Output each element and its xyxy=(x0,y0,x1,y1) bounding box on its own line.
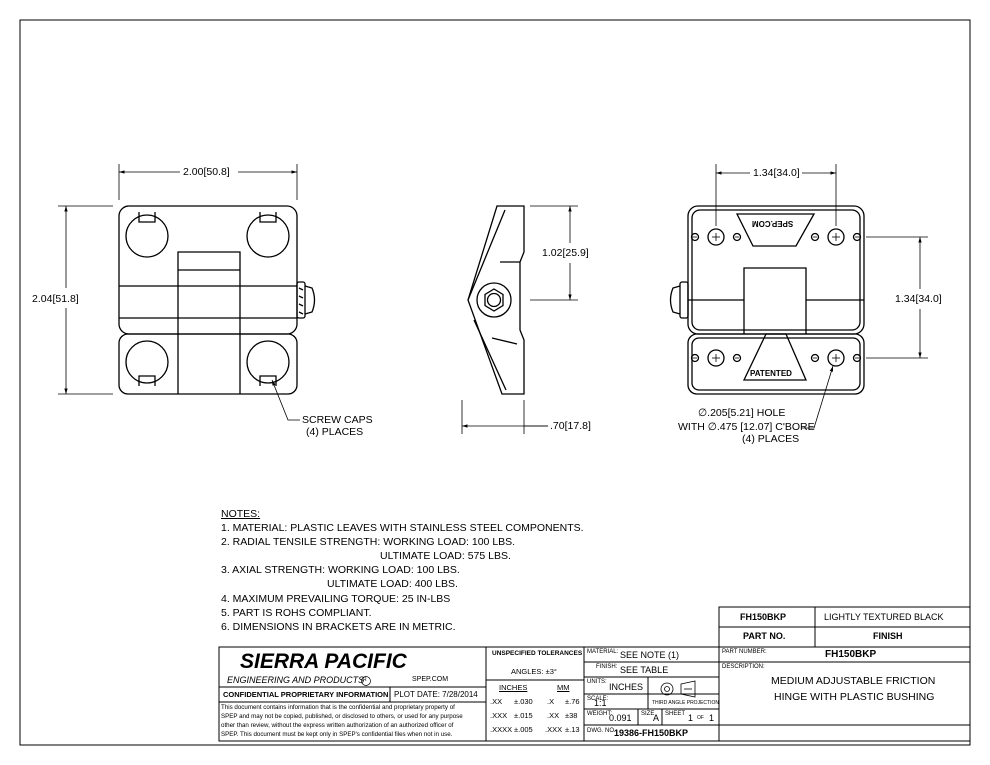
hole-callout-3: (4) PLACES xyxy=(742,433,800,445)
dim-front-width: 2.00[50.8] xyxy=(183,166,230,178)
side-view xyxy=(467,205,525,395)
material-value: SEE NOTE (1) xyxy=(620,650,680,660)
tol-mm-val: ±38 xyxy=(565,711,578,720)
spep-logo-mark: SPEP.COM xyxy=(752,219,794,228)
hole-callout-2: WITH ∅.475 [12.07] C'BORE xyxy=(678,421,815,433)
confidential-line-4: SPEP. This document must be kept only in… xyxy=(221,731,453,738)
sheet-label: SHEET xyxy=(665,711,686,717)
tol-mm-label: .XXX xyxy=(545,725,563,734)
tolerance-mm-header: MM xyxy=(557,683,570,692)
note-3b: ULTIMATE LOAD: 400 LBS. xyxy=(327,578,458,590)
hole-callout-1: ∅.205[5.21] HOLE xyxy=(698,407,786,419)
note-1: 1. MATERIAL: PLASTIC LEAVES WITH STAINLE… xyxy=(221,522,584,534)
tol-in-label: .XXXX xyxy=(490,725,513,734)
tol-mm-val: ±.76 xyxy=(565,697,580,706)
confidential-line-3: other than review, without the express w… xyxy=(221,722,454,729)
part-number-value: FH150BKP xyxy=(825,649,877,660)
dim-front-height: 2.04[51.8] xyxy=(32,293,79,305)
tolerance-angles: ANGLES: ±3° xyxy=(511,667,557,676)
projection-label: THIRD ANGLE PROJECTION xyxy=(652,700,719,706)
side-dimensions xyxy=(461,205,578,434)
dim-back-height: 1.34[34.0] xyxy=(895,293,942,305)
scale-label: SCALE: xyxy=(587,696,609,702)
plot-date: PLOT DATE: 7/28/2014 xyxy=(394,690,478,699)
screw-caps-callout: SCREW CAPS xyxy=(302,414,373,426)
note-5: 5. PART IS ROHS COMPLIANT. xyxy=(221,607,372,619)
sheet-border xyxy=(19,19,971,746)
tol-in-val: ±.005 xyxy=(514,725,533,734)
back-hole-crosses xyxy=(693,233,859,362)
description-line-1: MEDIUM ADJUSTABLE FRICTION xyxy=(771,675,936,687)
tolerances-heading: UNSPECIFIED TOLERANCES xyxy=(492,650,583,657)
registered-letter: R xyxy=(363,677,367,683)
finish-table-finish-header: FINISH xyxy=(873,631,903,641)
tol-in-label: .XXX xyxy=(490,711,508,720)
company-name: SIERRA PACIFIC xyxy=(240,650,407,673)
tol-mm-val: ±.13 xyxy=(565,725,580,734)
scale-value: 1:1 xyxy=(594,698,607,708)
weight-label: WEIGHT: xyxy=(587,711,612,717)
size-value: A xyxy=(653,713,660,723)
back-dimensions xyxy=(715,164,928,429)
front-dimensions xyxy=(58,164,300,421)
dim-side-depth: .70[17.8] xyxy=(550,420,591,432)
tol-mm-label: .X xyxy=(547,697,555,706)
note-2b: ULTIMATE LOAD: 575 LBS. xyxy=(380,550,511,562)
units-label: UNITS: xyxy=(587,679,607,685)
title-block-grid xyxy=(218,646,971,742)
finish-value: SEE TABLE xyxy=(620,665,669,675)
tolerance-inches-header: INCHES xyxy=(499,683,528,692)
third-angle-symbol xyxy=(660,680,696,698)
notes-heading: NOTES: xyxy=(221,508,261,520)
patented-mark: PATENTED xyxy=(750,369,792,378)
note-2: 2. RADIAL TENSILE STRENGTH: WORKING LOAD… xyxy=(221,536,516,548)
registered-mark-icon xyxy=(361,676,371,686)
finish-table-part: FH150BKP xyxy=(740,612,787,622)
note-6: 6. DIMENSIONS IN BRACKETS ARE IN METRIC. xyxy=(221,621,456,633)
dim-side-height: 1.02[25.9] xyxy=(542,247,589,259)
confidential-line-1: This document contains information that … xyxy=(221,704,455,711)
description-label: DESCRIPTION: xyxy=(722,664,765,670)
part-number-label: PART NUMBER: xyxy=(722,649,767,655)
dwg-label: DWG. NO. xyxy=(587,728,616,734)
note-4: 4. MAXIMUM PREVAILING TORQUE: 25 IN-LBS xyxy=(221,593,451,605)
back-view xyxy=(669,205,865,395)
note-3: 3. AXIAL STRENGTH: WORKING LOAD: 100 LBS… xyxy=(221,564,460,576)
tol-in-label: .XX xyxy=(490,697,503,706)
confidential-heading: CONFIDENTIAL PROPRIETARY INFORMATION xyxy=(223,690,389,699)
tol-in-val: ±.030 xyxy=(514,697,533,706)
size-label: SIZE xyxy=(641,711,655,717)
company-sub: ENGINEERING AND PRODUCTS xyxy=(227,675,365,685)
units-value: INCHES xyxy=(609,682,644,692)
dim-back-width: 1.34[34.0] xyxy=(753,167,800,179)
finish-table-part-header: PART NO. xyxy=(743,631,786,641)
front-view xyxy=(118,205,316,395)
tol-in-val: ±.015 xyxy=(514,711,533,720)
dwg-number: 19386-FH150BKP xyxy=(614,728,689,738)
description-line-2: HINGE WITH PLASTIC BUSHING xyxy=(774,691,935,703)
screw-caps-places: (4) PLACES xyxy=(306,426,364,438)
sheet-number: 1 xyxy=(688,713,694,723)
material-label: MATERIAL: xyxy=(587,649,619,655)
finish-table-finish: LIGHTLY TEXTURED BLACK xyxy=(824,612,944,622)
company-website: SPEP.COM xyxy=(412,676,449,683)
confidential-line-2: SPEP and may not be copied, published, o… xyxy=(221,713,463,720)
tol-mm-label: .XX xyxy=(547,711,560,720)
sheet-of: OF xyxy=(697,715,704,721)
finish-label: FINISH: xyxy=(596,664,618,670)
sheet-total: 1 xyxy=(709,713,715,723)
weight-value: 0.091 xyxy=(609,713,632,723)
